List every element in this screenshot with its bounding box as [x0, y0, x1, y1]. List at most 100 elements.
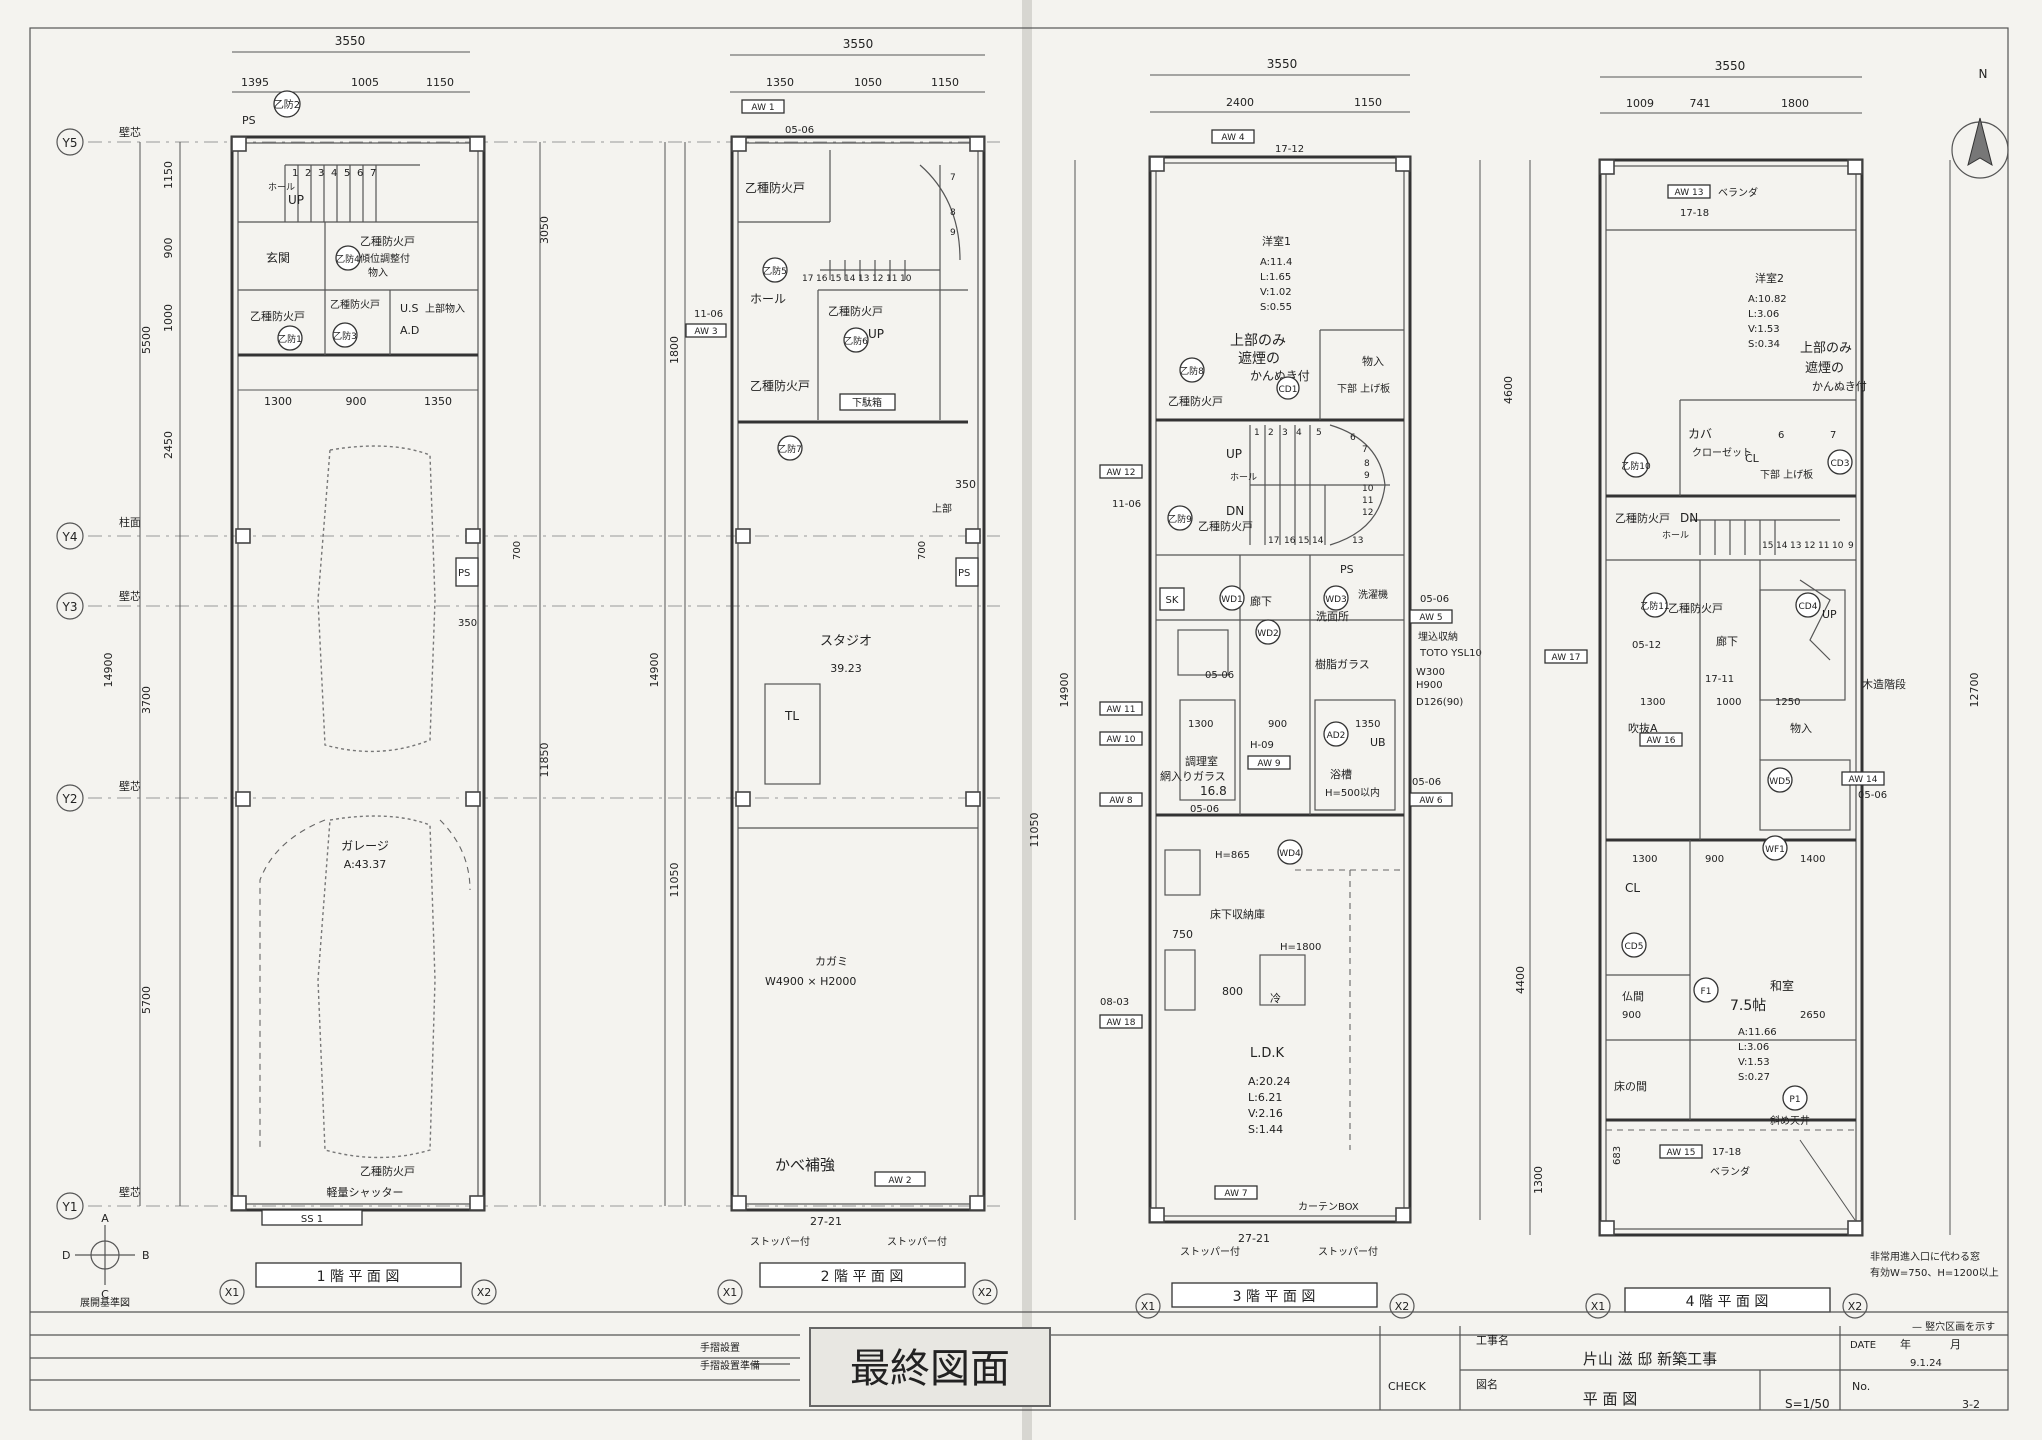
- floor-3-d126: D126(90): [1416, 697, 1463, 708]
- floor-3-h500: H=500以内: [1325, 786, 1380, 799]
- floor-2-tl: TL: [784, 709, 799, 723]
- floor-3-step: 12: [1362, 508, 1373, 518]
- floor-3-aw9: AW 9: [1257, 759, 1280, 769]
- grid-x2-floor1: X2: [477, 1286, 492, 1299]
- floor-3-h865: H=865: [1215, 850, 1250, 861]
- floor-1-dim-c: 1150: [426, 76, 454, 89]
- grid-label-y5: Y5: [62, 136, 78, 150]
- floor-3-wired-glass: 網入りガラス: [1160, 769, 1226, 783]
- floor-4-up: UP: [1822, 608, 1837, 621]
- floor-4-cl-top: CL: [1745, 452, 1760, 465]
- floor-2-title: 2 階 平 面 図: [821, 1269, 904, 1285]
- mark-wd-5: WD5: [1769, 777, 1791, 787]
- floor-4-dim-1300-b: 1300: [1632, 854, 1657, 865]
- floor-4-plan: 3550 1009 741 1800 N: [1514, 59, 2009, 1319]
- floor-1-dim-1350: 1350: [424, 395, 452, 408]
- floor-4-dim-c: 1800: [1781, 97, 1809, 110]
- floor-3-05-06-b: 05-06: [1205, 670, 1234, 681]
- floor-2-dim-a: 1350: [766, 76, 794, 89]
- floor-3-ub: UB: [1370, 736, 1386, 749]
- floor-3-curtain-box: カーテンBOX: [1298, 1201, 1359, 1213]
- floor-1-step: 6: [357, 168, 363, 179]
- floor-1-door-c: 乙種防火戸: [330, 298, 380, 311]
- floor-2-upper: 上部: [932, 502, 952, 515]
- floor-3-bathtub: 浴槽: [1330, 768, 1352, 781]
- floor-2-mirror-size: W4900 × H2000: [765, 975, 856, 988]
- floor-3-step: 17: [1268, 536, 1279, 546]
- mark-otsubo-1: 乙防1: [278, 333, 302, 345]
- floor-2-dim-350: 350: [955, 478, 976, 491]
- floor-2-step: 17: [802, 274, 813, 284]
- floor-3-05-06-a: 05-06: [1420, 594, 1449, 605]
- north-label: N: [1979, 67, 1988, 81]
- floor-3-room1-s: S:0.55: [1260, 302, 1292, 313]
- floor-1-dim-1300: 1300: [264, 395, 292, 408]
- floor-1-title: 1 階 平 面 図: [317, 1269, 400, 1285]
- floor-4-dim-1300-c: 1300: [1532, 1166, 1545, 1194]
- note-handrail: 手摺設置: [700, 1341, 740, 1354]
- check-label: CHECK: [1388, 1380, 1427, 1393]
- floor-2-step: 11: [886, 274, 897, 284]
- floor-1-plan: 3550 1395 1005 1150 Y5 壁芯 Y4 柱面 Y3 壁芯 Y2…: [56, 34, 1000, 1309]
- floor-3-room1: 洋室1: [1262, 234, 1291, 248]
- floor-4-aw13: AW 13: [1675, 188, 1704, 198]
- floor-4-dn: DN: [1680, 511, 1698, 525]
- no-label: No.: [1852, 1380, 1870, 1393]
- floor-3-corridor: 廊下: [1250, 594, 1272, 608]
- floor-3-cooking: 調理室: [1185, 754, 1218, 768]
- floor-4-step: 12: [1804, 541, 1815, 551]
- mark-cd-1: CD1: [1279, 385, 1298, 395]
- floor-4-05-06: 05-06: [1858, 790, 1887, 801]
- floor-1-door-d: 乙種防火戸: [360, 1164, 415, 1178]
- floor-1-dim-11850: 11850: [538, 743, 551, 778]
- floor-3-ps: PS: [1340, 563, 1354, 576]
- floor-2-aw2: AW 2: [888, 1176, 911, 1186]
- floor-3-dim-900: 900: [1268, 719, 1287, 730]
- floor-2-dim-b: 1050: [854, 76, 882, 89]
- floor-3-door-a: 乙種防火戸: [1168, 394, 1223, 408]
- floor-3-dim-b: 1150: [1354, 96, 1382, 109]
- floor-4-hall: ホール: [1662, 530, 1689, 541]
- date-label: DATE: [1850, 1340, 1876, 1351]
- grid-label-y3: Y3: [62, 600, 78, 614]
- floor-4-corridor: 廊下: [1716, 634, 1738, 648]
- floor-2-step: 10: [900, 274, 912, 284]
- floor-4-top-total: 3550: [1715, 59, 1746, 73]
- grid-x1-floor1: X1: [225, 1286, 240, 1299]
- floor-4-title: 4 階 平 面 図: [1686, 1294, 1769, 1310]
- mark-ad-2: AD2: [1327, 731, 1346, 741]
- floor-3-stopper-right: ストッパー付: [1318, 1245, 1378, 1258]
- floor-4-step: 10: [1832, 541, 1844, 551]
- floor-4-dim-900: 900: [1705, 854, 1724, 865]
- floor-4-jr-l: L:3.06: [1738, 1042, 1769, 1053]
- compass-d: D: [62, 1249, 70, 1262]
- mark-otsubo-8: 乙防8: [1180, 365, 1204, 377]
- floor-2-door-a: 乙種防火戸: [745, 180, 805, 195]
- mark-wd-1: WD1: [1221, 595, 1243, 605]
- mark-otsubo-2: 乙防2: [274, 98, 300, 111]
- floor-3-step: 3: [1282, 428, 1288, 438]
- date-month: 月: [1950, 1338, 1961, 1351]
- floor-3-aw8: AW 8: [1109, 796, 1132, 806]
- floor-3-resin-glass: 樹脂ガラス: [1315, 657, 1370, 671]
- floor-3-27-21: 27-21: [1238, 1232, 1270, 1245]
- floor-4-dim-a: 1009: [1626, 97, 1654, 110]
- floor-2-dim-700: 700: [917, 541, 928, 560]
- y-dim-3700: 3700: [140, 686, 153, 714]
- floor-3-aw10: AW 10: [1107, 735, 1136, 745]
- floor-3-step: 7: [1362, 445, 1368, 455]
- mark-wd-4: WD4: [1279, 849, 1301, 859]
- floor-3-aw6: AW 6: [1419, 796, 1442, 806]
- floor-1-step: 2: [305, 168, 311, 179]
- floor-3-ldk-a: A:20.24: [1248, 1075, 1291, 1088]
- floor-4-handnote-1: 上部のみ: [1800, 341, 1852, 356]
- floor-4-dim-2650: 2650: [1800, 1010, 1825, 1021]
- floor-3-dim-800: 800: [1222, 985, 1243, 998]
- floor-3-11-06: 11-06: [1112, 499, 1141, 510]
- floor-3-underfloor: 床下収納庫: [1210, 907, 1265, 921]
- floor-3-top-total: 3550: [1267, 57, 1298, 71]
- floor-4-room2-a: A:10.82: [1748, 294, 1787, 305]
- mark-otsubo-3: 乙防3: [333, 330, 357, 342]
- date-value: 9.1.24: [1910, 1358, 1942, 1369]
- floor-3-05-06-d: 05-06: [1412, 777, 1441, 788]
